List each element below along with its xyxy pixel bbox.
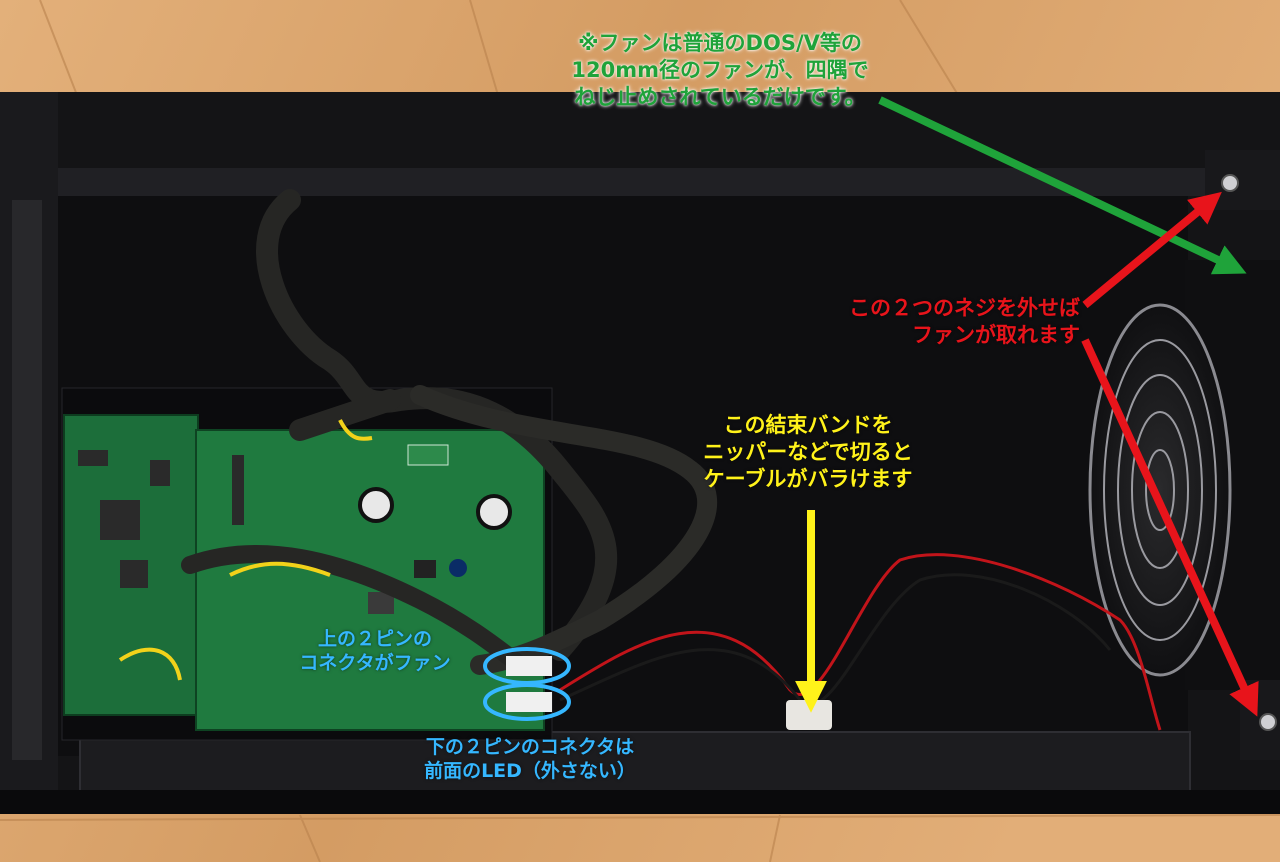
arrow-icon — [878, 96, 1247, 275]
cable-tie-note-line2: ニッパーなどで切ると — [703, 439, 913, 464]
main-pcb-components — [232, 444, 512, 614]
cable-tie — [786, 700, 832, 730]
upper-connector-note-line2: コネクタがファン — [299, 652, 451, 675]
rear-bracket — [1205, 150, 1280, 210]
led-connector — [506, 692, 552, 712]
case-front-lip — [79, 731, 1191, 793]
arrow-icon — [1082, 191, 1222, 309]
case-rear-wall — [48, 168, 1208, 196]
screw-icon — [1221, 174, 1239, 192]
cable-tie-note-line3: ケーブルがバラけます — [703, 466, 913, 491]
case-bottom-edge — [0, 790, 1280, 814]
yellow-wires — [118, 419, 373, 681]
small-pcb-components — [78, 450, 170, 588]
lower-connector-note: 下の２ピンのコネクタは 前面のLED（外さない） — [380, 735, 680, 784]
arrow-icon — [1081, 338, 1259, 717]
fan-note-line3: ねじ止めされているだけです。 — [574, 84, 866, 109]
upper-connector-note-line1: 上の２ピンの — [317, 628, 432, 650]
fan-connector — [506, 656, 552, 676]
lower-connector-note-line1: 下の２ピンのコネクタは — [425, 736, 635, 758]
fan-note: ※ファンは普通のDOS/V等の 120mm径のファンが、四隅で ねじ止めされてい… — [520, 30, 920, 111]
screw-note-line2: ファンが取れます — [912, 322, 1080, 347]
lower-connector-note-line2: 前面のLED（外さない） — [424, 760, 636, 783]
fan-note-line1: ※ファンは普通のDOS/V等の — [578, 31, 862, 55]
braided-cables — [181, 189, 717, 675]
fan-grill-rings — [1103, 339, 1217, 641]
cable-tie-note: この結束バンドを ニッパーなどで切ると ケーブルがバラけます — [668, 412, 948, 493]
cable-tie-note-line1: この結束バンドを — [723, 413, 893, 437]
highlight-ellipse-icon — [483, 683, 571, 721]
upper-connector-note: 上の２ピンの コネクタがファン — [270, 627, 480, 676]
screw-icon — [1259, 713, 1277, 731]
screw-note: この２つのネジを外せば ファンが取れます — [790, 295, 1080, 349]
screw-note-line1: この２つのネジを外せば — [849, 296, 1080, 320]
left-vent-holes — [12, 200, 42, 760]
fan-note-line2: 120mm径のファンが、四隅で — [571, 57, 869, 82]
red-black-wires — [559, 553, 1162, 731]
